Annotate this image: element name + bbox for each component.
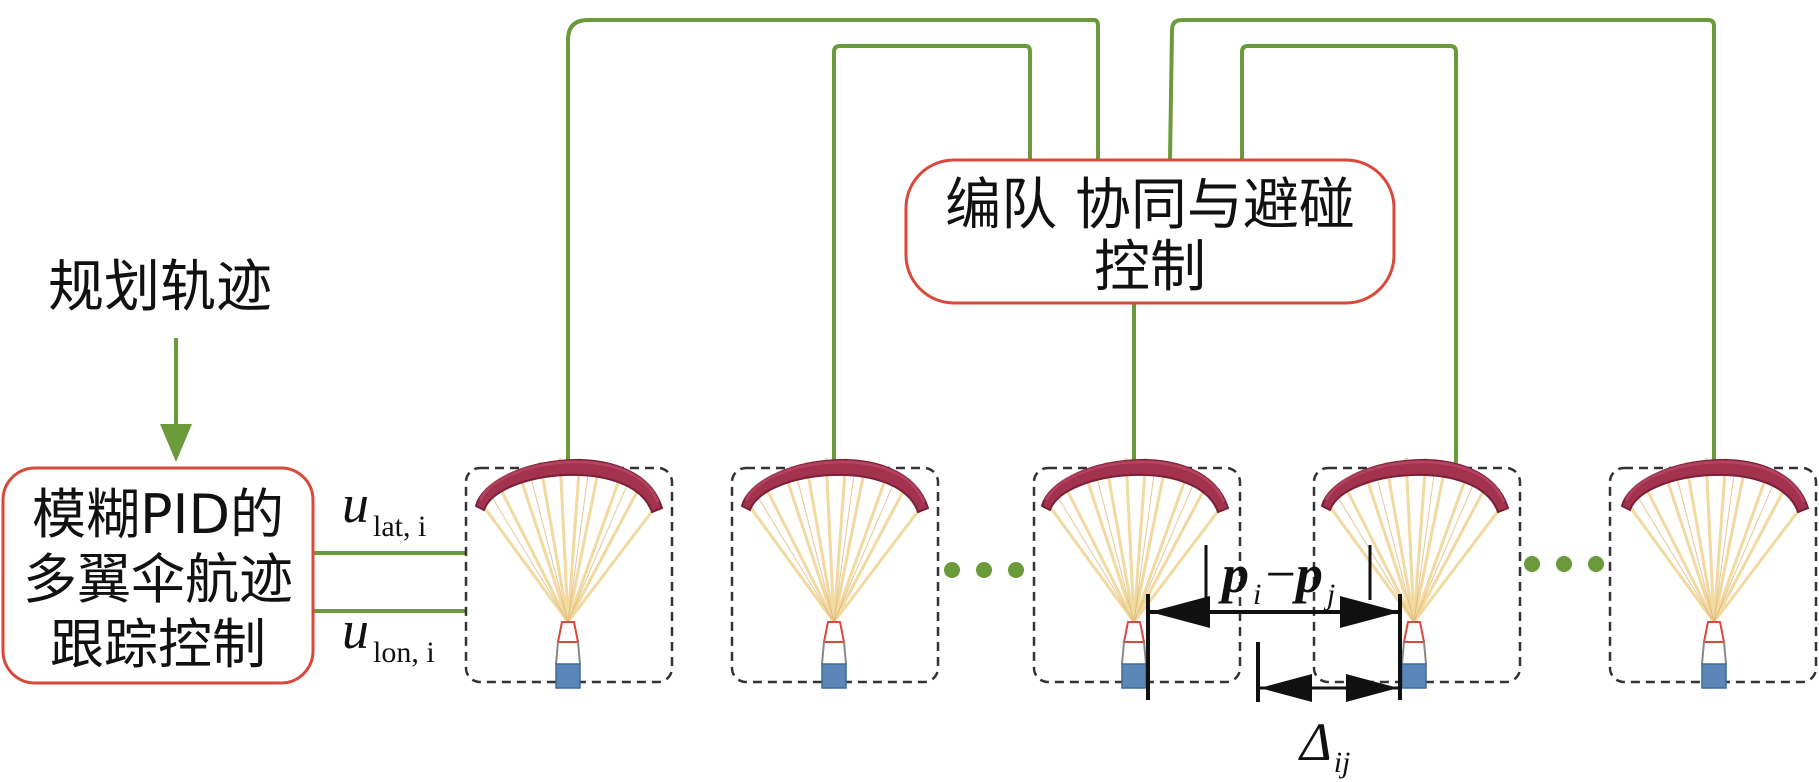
parafoil-icon — [1320, 456, 1510, 690]
lon-symbol: u — [342, 600, 369, 660]
controller-box — [1, 466, 315, 685]
p-i-symbol: p — [1218, 544, 1249, 604]
controller-line-2: 多翼伞航迹 — [23, 548, 293, 611]
lat-symbol: u — [342, 474, 369, 534]
parafoil-icon — [1040, 456, 1230, 690]
planning-label: 规划轨迹 — [48, 255, 272, 320]
double-arrow-icon — [1146, 594, 1402, 702]
formation-links — [174, 18, 1716, 613]
controller-line-3: 跟踪控制 — [50, 613, 266, 676]
arrow-down-icon — [160, 424, 192, 462]
link-uav-2 — [832, 44, 1032, 463]
delta-label: Δij — [1298, 712, 1350, 779]
link-uav-1 — [566, 18, 1100, 463]
p-i-subscript: i — [1253, 578, 1261, 611]
parafoil-unit-3 — [1032, 456, 1242, 690]
controller-line-1: 模糊PID的 — [32, 483, 284, 546]
parafoil-unit-4 — [1312, 456, 1522, 690]
formation-line-1: 编队 协同与避碰 — [945, 173, 1355, 238]
parafoil-unit-2 — [730, 456, 940, 690]
lat-subscript: lat, i — [373, 510, 426, 543]
formation-box — [904, 158, 1396, 305]
formation-line-2: 控制 — [1094, 235, 1206, 300]
delta-subscript: ij — [1334, 746, 1351, 779]
delta-symbol: Δ — [1298, 712, 1332, 772]
link-uav-4 — [1240, 44, 1458, 463]
link-uav-5 — [1168, 18, 1716, 463]
parafoil-unit-1 — [464, 456, 674, 690]
relative-position-bars — [1204, 545, 1372, 600]
ellipsis-icon — [1524, 556, 1604, 572]
lon-subscript: lon, i — [373, 636, 435, 669]
parafoil-icon — [474, 456, 664, 690]
minus-sign: − — [1265, 544, 1295, 604]
ellipsis-icon — [944, 562, 1024, 578]
p-j-symbol: p — [1292, 544, 1323, 604]
p-j-subscript: j — [1323, 578, 1335, 611]
parafoil-icon — [740, 456, 930, 690]
parafoil-icon — [1620, 456, 1810, 690]
parafoil-unit-5 — [1608, 456, 1818, 690]
